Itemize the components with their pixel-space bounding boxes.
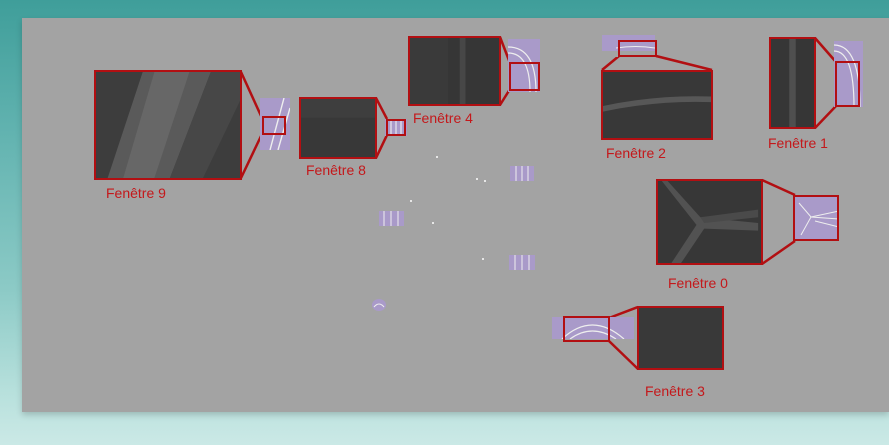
window-label-3: Fenêtre 3 xyxy=(645,383,705,399)
zoom-image-4 xyxy=(410,38,499,104)
zoom-window-2[interactable] xyxy=(601,70,713,140)
zoom-image-0 xyxy=(658,181,761,263)
region-patch-a[interactable] xyxy=(510,166,534,181)
region-patch-4[interactable] xyxy=(508,39,540,92)
speck xyxy=(482,258,484,260)
speck xyxy=(410,200,412,202)
region-patch-8[interactable] xyxy=(385,119,407,136)
vessel-icon xyxy=(373,303,385,308)
zoom-image-9 xyxy=(96,72,240,178)
region-patch-3[interactable] xyxy=(552,317,634,339)
roi-marker-1 xyxy=(835,61,860,107)
roi-marker-9 xyxy=(262,116,286,135)
vessel-icon xyxy=(390,119,402,136)
region-patch-c[interactable] xyxy=(509,255,535,270)
speck xyxy=(432,222,434,224)
zoom-window-1[interactable] xyxy=(769,37,816,129)
window-label-4: Fenêtre 4 xyxy=(413,110,473,126)
window-label-2: Fenêtre 2 xyxy=(606,145,666,161)
vessel-icon xyxy=(514,255,530,270)
speck xyxy=(484,180,486,182)
window-label-1: Fenêtre 1 xyxy=(768,135,828,151)
roi-marker-8 xyxy=(386,119,406,136)
roi-marker-4 xyxy=(509,62,540,91)
window-label-9: Fenêtre 9 xyxy=(106,185,166,201)
zoom-image-8 xyxy=(301,99,375,157)
zoom-window-8[interactable] xyxy=(299,97,377,159)
vessel-icon xyxy=(515,166,529,181)
roi-marker-0 xyxy=(793,195,839,241)
region-patch-0[interactable] xyxy=(793,195,839,241)
zoom-window-4[interactable] xyxy=(408,36,501,106)
vessel-icon xyxy=(561,324,625,339)
zoom-window-3[interactable] xyxy=(637,306,724,370)
vessel-icon xyxy=(798,202,839,236)
zoom-image-1 xyxy=(771,39,814,127)
speck xyxy=(436,156,438,158)
roi-marker-3 xyxy=(563,316,610,342)
zoom-image-2 xyxy=(603,72,711,138)
window-label-8: Fenêtre 8 xyxy=(306,162,366,178)
region-patch-b[interactable] xyxy=(379,211,404,226)
roi-marker-2 xyxy=(618,40,657,57)
zoom-window-0[interactable] xyxy=(656,179,763,265)
vessel-icon xyxy=(383,211,399,226)
zoom-window-9[interactable] xyxy=(94,70,242,180)
speck xyxy=(476,178,478,180)
region-patch-d[interactable] xyxy=(372,299,386,311)
zoom-image-3 xyxy=(639,308,722,368)
window-label-0: Fenêtre 0 xyxy=(668,275,728,291)
